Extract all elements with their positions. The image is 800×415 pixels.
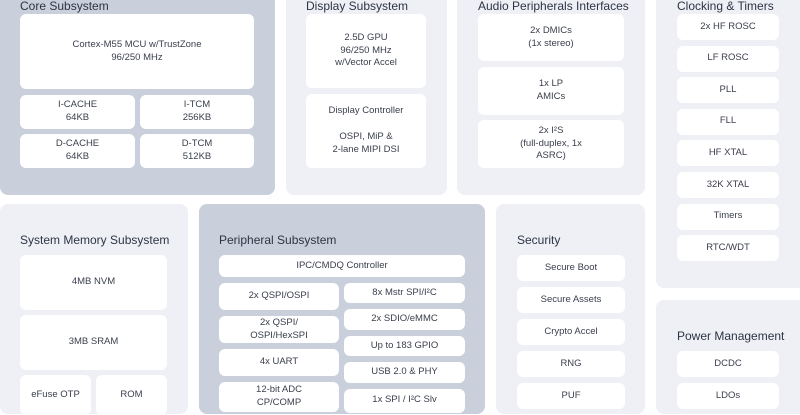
- clocking-block: PLL: [677, 77, 779, 104]
- sram-block: 3MB SRAM: [20, 315, 167, 370]
- core-title: Core Subsystem: [20, 0, 109, 13]
- security-block: RNG: [517, 351, 625, 377]
- display-controller-block: Display Controller OSPI, MiP & 2-lane MI…: [306, 94, 426, 168]
- icache-block: I-CACHE 64KB: [20, 95, 135, 129]
- peripheral-block: 2x QSPI/ OSPI/HexSPI: [219, 316, 339, 343]
- security-block: PUF: [517, 383, 625, 409]
- peripheral-block: 4x UART: [219, 349, 339, 376]
- security-title: Security: [517, 233, 561, 247]
- rom-block: ROM: [96, 375, 167, 415]
- efuse-block: eFuse OTP: [20, 375, 91, 415]
- security-block: Crypto Accel: [517, 319, 625, 345]
- dcache-block: D-CACHE 64KB: [20, 134, 135, 168]
- peripheral-block: 2x QSPI/OSPI: [219, 283, 339, 310]
- gpu-block: 2.5D GPU 96/250 MHz w/Vector Accel: [306, 14, 426, 88]
- memory-title: System Memory Subsystem: [20, 233, 170, 247]
- peripheral-block: Up to 183 GPIO: [344, 336, 465, 356]
- display-title: Display Subsystem: [306, 0, 409, 13]
- clocking-block: Timers: [677, 203, 779, 230]
- itcm-block: I-TCM 256KB: [140, 95, 254, 129]
- power-block: DCDC: [677, 351, 779, 377]
- power-block: LDOs: [677, 383, 779, 409]
- clocking-block: HF XTAL: [677, 140, 779, 167]
- security-block: Secure Assets: [517, 287, 625, 313]
- power-title: Power Management: [677, 329, 785, 343]
- peripheral-block: USB 2.0 & PHY: [344, 362, 465, 383]
- clocking-block: 2x HF ROSC: [677, 14, 779, 40]
- clocking-block: FLL: [677, 108, 779, 135]
- dtcm-block: D-TCM 512KB: [140, 134, 254, 168]
- audio-block: 1x LP AMICs: [478, 67, 624, 115]
- peripheral-block: 1x SPI / I²C Slv: [344, 389, 465, 413]
- peripheral-block: 2x SDIO/eMMC: [344, 309, 465, 330]
- clocking-block: RTC/WDT: [677, 235, 779, 262]
- audio-block: 2x I²S (full-duplex, 1x ASRC): [478, 120, 624, 168]
- clocking-block: LF ROSC: [677, 45, 779, 72]
- audio-block: 2x DMICs (1x stereo): [478, 14, 624, 61]
- peripheral-block: 12-bit ADC CP/COMP: [219, 382, 339, 412]
- audio-title: Audio Peripherals Interfaces: [478, 0, 629, 13]
- peripheral-title: Peripheral Subsystem: [219, 233, 337, 247]
- nvm-block: 4MB NVM: [20, 255, 167, 310]
- clocking-block: 32K XTAL: [677, 172, 779, 198]
- cpu-block: Cortex-M55 MCU w/TrustZone 96/250 MHz: [20, 14, 254, 89]
- ipc-block: IPC/CMDQ Controller: [219, 255, 465, 277]
- clocking-title: Clocking & Timers: [677, 0, 774, 13]
- peripheral-block: 8x Mstr SPI/I²C: [344, 283, 465, 303]
- security-block: Secure Boot: [517, 255, 625, 281]
